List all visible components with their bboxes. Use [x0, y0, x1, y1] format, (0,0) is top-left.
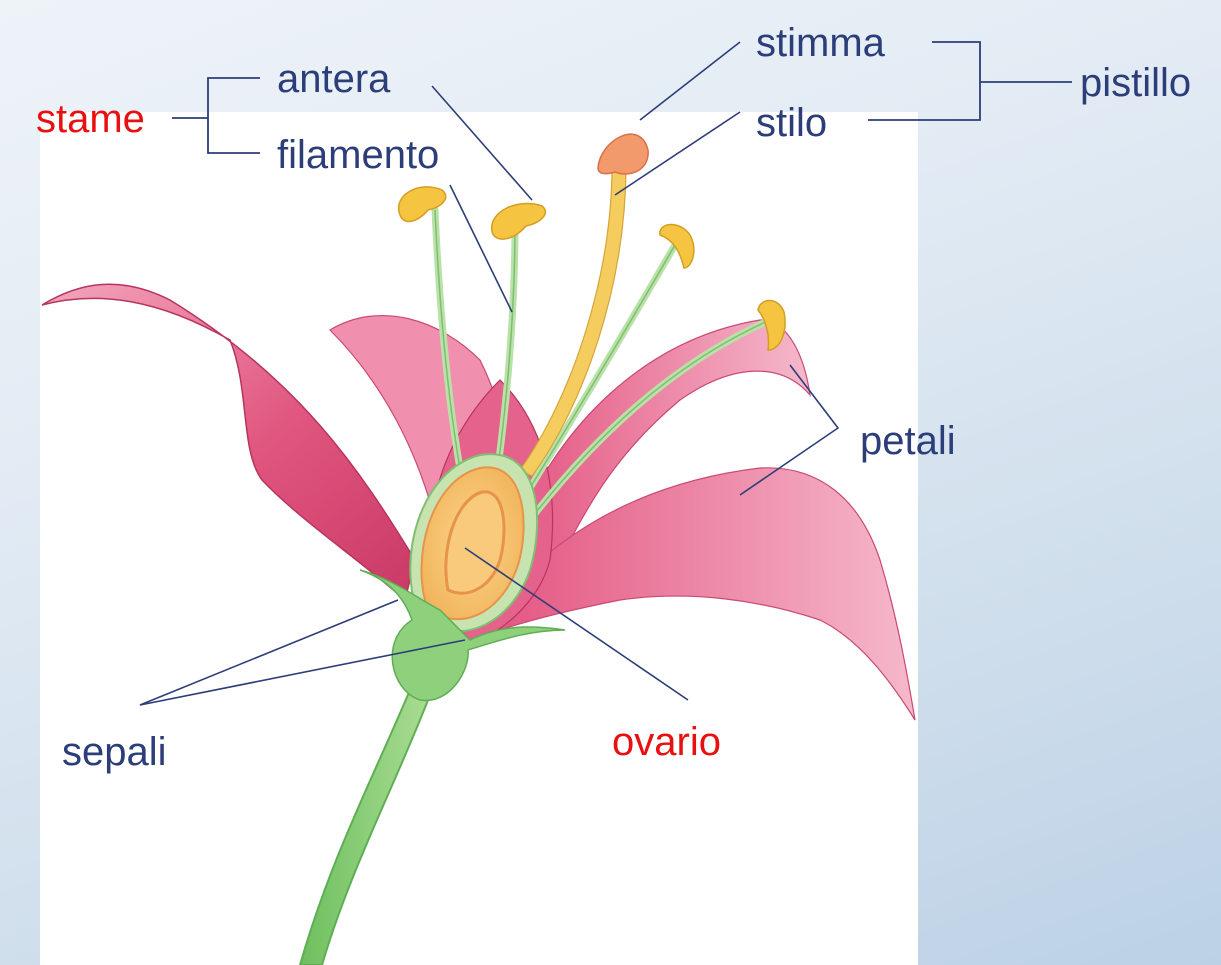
label-stame: stame: [36, 97, 145, 141]
label-stilo: stilo: [756, 101, 827, 145]
label-antera: antera: [277, 57, 391, 101]
leader-stimma: [640, 42, 740, 120]
label-pistillo: pistillo: [1080, 61, 1191, 105]
label-sepali: sepali: [62, 730, 167, 774]
label-petali: petali: [860, 419, 956, 463]
pistillo-bracket: [868, 42, 1072, 120]
label-ovario: ovario: [612, 720, 721, 764]
label-stimma: stimma: [756, 21, 886, 65]
label-filamento: filamento: [277, 133, 439, 177]
